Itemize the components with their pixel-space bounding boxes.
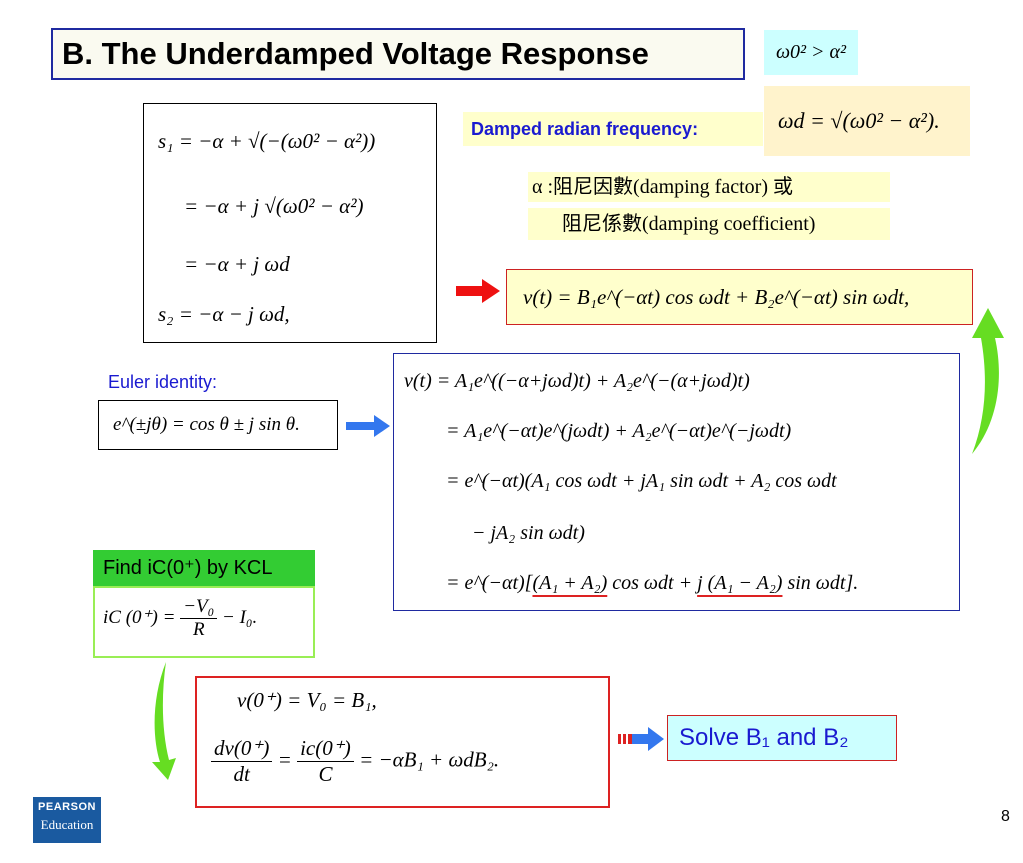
omega-d-formula: ωd = √(ω0² − α²). xyxy=(764,86,970,156)
find-ic-label: Find iC(0⁺) by KCL xyxy=(93,550,315,586)
expansion-line-5-suffix: sin ωdt]. xyxy=(782,572,859,594)
red-arrow-icon xyxy=(456,279,500,303)
slide-title: B. The Underdamped Voltage Response xyxy=(51,28,745,80)
euler-identity-label: Euler identity: xyxy=(108,372,218,392)
equals-sign: = xyxy=(272,747,298,772)
roots-box: s₁ = −α + √(−(ω0² − α²)) = −α + j √(ω0² … xyxy=(143,103,437,343)
alpha-definition-line-2: 阻尼係數(damping coefficient) xyxy=(528,208,890,240)
logo-line-1: PEARSON xyxy=(38,801,96,813)
expansion-line-5-prefix: = e^(−αt)[ xyxy=(446,572,533,594)
ic-over-c-fraction: ic(0⁺)C xyxy=(297,736,354,787)
underdamped-response-formula: v(t) = B₁e^(−αt) cos ωdt + B₂e^(−αt) sin… xyxy=(506,269,973,325)
damped-frequency-label: Damped radian frequency: xyxy=(463,112,763,146)
dv-dt-fraction: dv(0⁺)dt xyxy=(211,736,273,787)
page-number: 8 xyxy=(1001,808,1010,825)
underlined-difference-coefficient: j (A₁ − A₂) xyxy=(697,572,783,594)
ic-numerator-2: ic(0⁺) xyxy=(297,736,354,762)
initial-derivative-equation: dv(0⁺)dt = ic(0⁺)C = −αB₁ + ωdB₂. xyxy=(211,736,499,787)
logo-line-2: Education xyxy=(40,817,94,832)
blue-arrow-icon xyxy=(346,415,390,437)
alpha-definition-line-1: α :阻尼因數(damping factor) 或 xyxy=(528,172,890,202)
initial-voltage-equation: v(0⁺) = V₀ = B₁, xyxy=(237,688,377,712)
striped-blue-arrow-icon xyxy=(618,727,664,751)
expansion-line-2: = A₁e^(−αt)e^(jωdt) + A₂e^(−αt)e^(−jωdt) xyxy=(446,420,792,442)
dv-numerator: dv(0⁺) xyxy=(211,736,273,762)
roots-line-4: s₂ = −α − j ωd, xyxy=(158,302,290,326)
expansion-line-3: = e^(−αt)(A₁ cos ωdt + jA₁ sin ωdt + A₂ … xyxy=(446,470,837,492)
ic-lhs: iC (0⁺) = xyxy=(103,606,181,628)
derivative-rhs: = −αB₁ + ωdB₂. xyxy=(353,747,500,772)
underlined-sum-coefficient: (A₁ + A₂) xyxy=(532,572,608,594)
roots-line-1: s₁ = −α + √(−(ω0² − α²)) xyxy=(158,129,376,153)
expansion-line-1: v(t) = A₁e^((−α+jωd)t) + A₂e^(−(α+jωd)t) xyxy=(404,370,750,392)
euler-identity-formula: e^(±jθ) = cos θ ± j sin θ. xyxy=(98,400,338,450)
underdamped-condition: ω0² > α² xyxy=(764,30,858,75)
ic-denominator: R xyxy=(192,619,205,640)
expansion-line-5: = e^(−αt)[(A₁ + A₂) cos ωdt + j (A₁ − A₂… xyxy=(446,572,858,595)
solve-coefficients-label: Solve B₁ and B₂ xyxy=(667,715,897,761)
curved-green-arrow-icon xyxy=(972,308,1004,454)
expansion-line-4: − jA₂ sin ωdt) xyxy=(472,522,585,544)
pearson-education-logo: PEARSON Education xyxy=(33,797,101,843)
ic-rhs: − I₀. xyxy=(217,606,258,628)
roots-line-3: = −α + j ωd xyxy=(184,252,290,276)
ic-numerator: −V₀ xyxy=(180,596,218,619)
exponential-expansion-box: v(t) = A₁e^((−α+jωd)t) + A₂e^(−(α+jωd)t)… xyxy=(393,353,960,611)
expansion-line-5-mid: cos ωdt + xyxy=(607,572,698,594)
c-denominator: C xyxy=(318,762,333,786)
curved-green-arrow-icon xyxy=(152,662,176,780)
roots-line-2: = −α + j √(ω0² − α²) xyxy=(184,194,364,218)
dt-denominator: dt xyxy=(233,762,250,786)
initial-conditions-box: v(0⁺) = V₀ = B₁, dv(0⁺)dt = ic(0⁺)C = −α… xyxy=(195,676,610,808)
